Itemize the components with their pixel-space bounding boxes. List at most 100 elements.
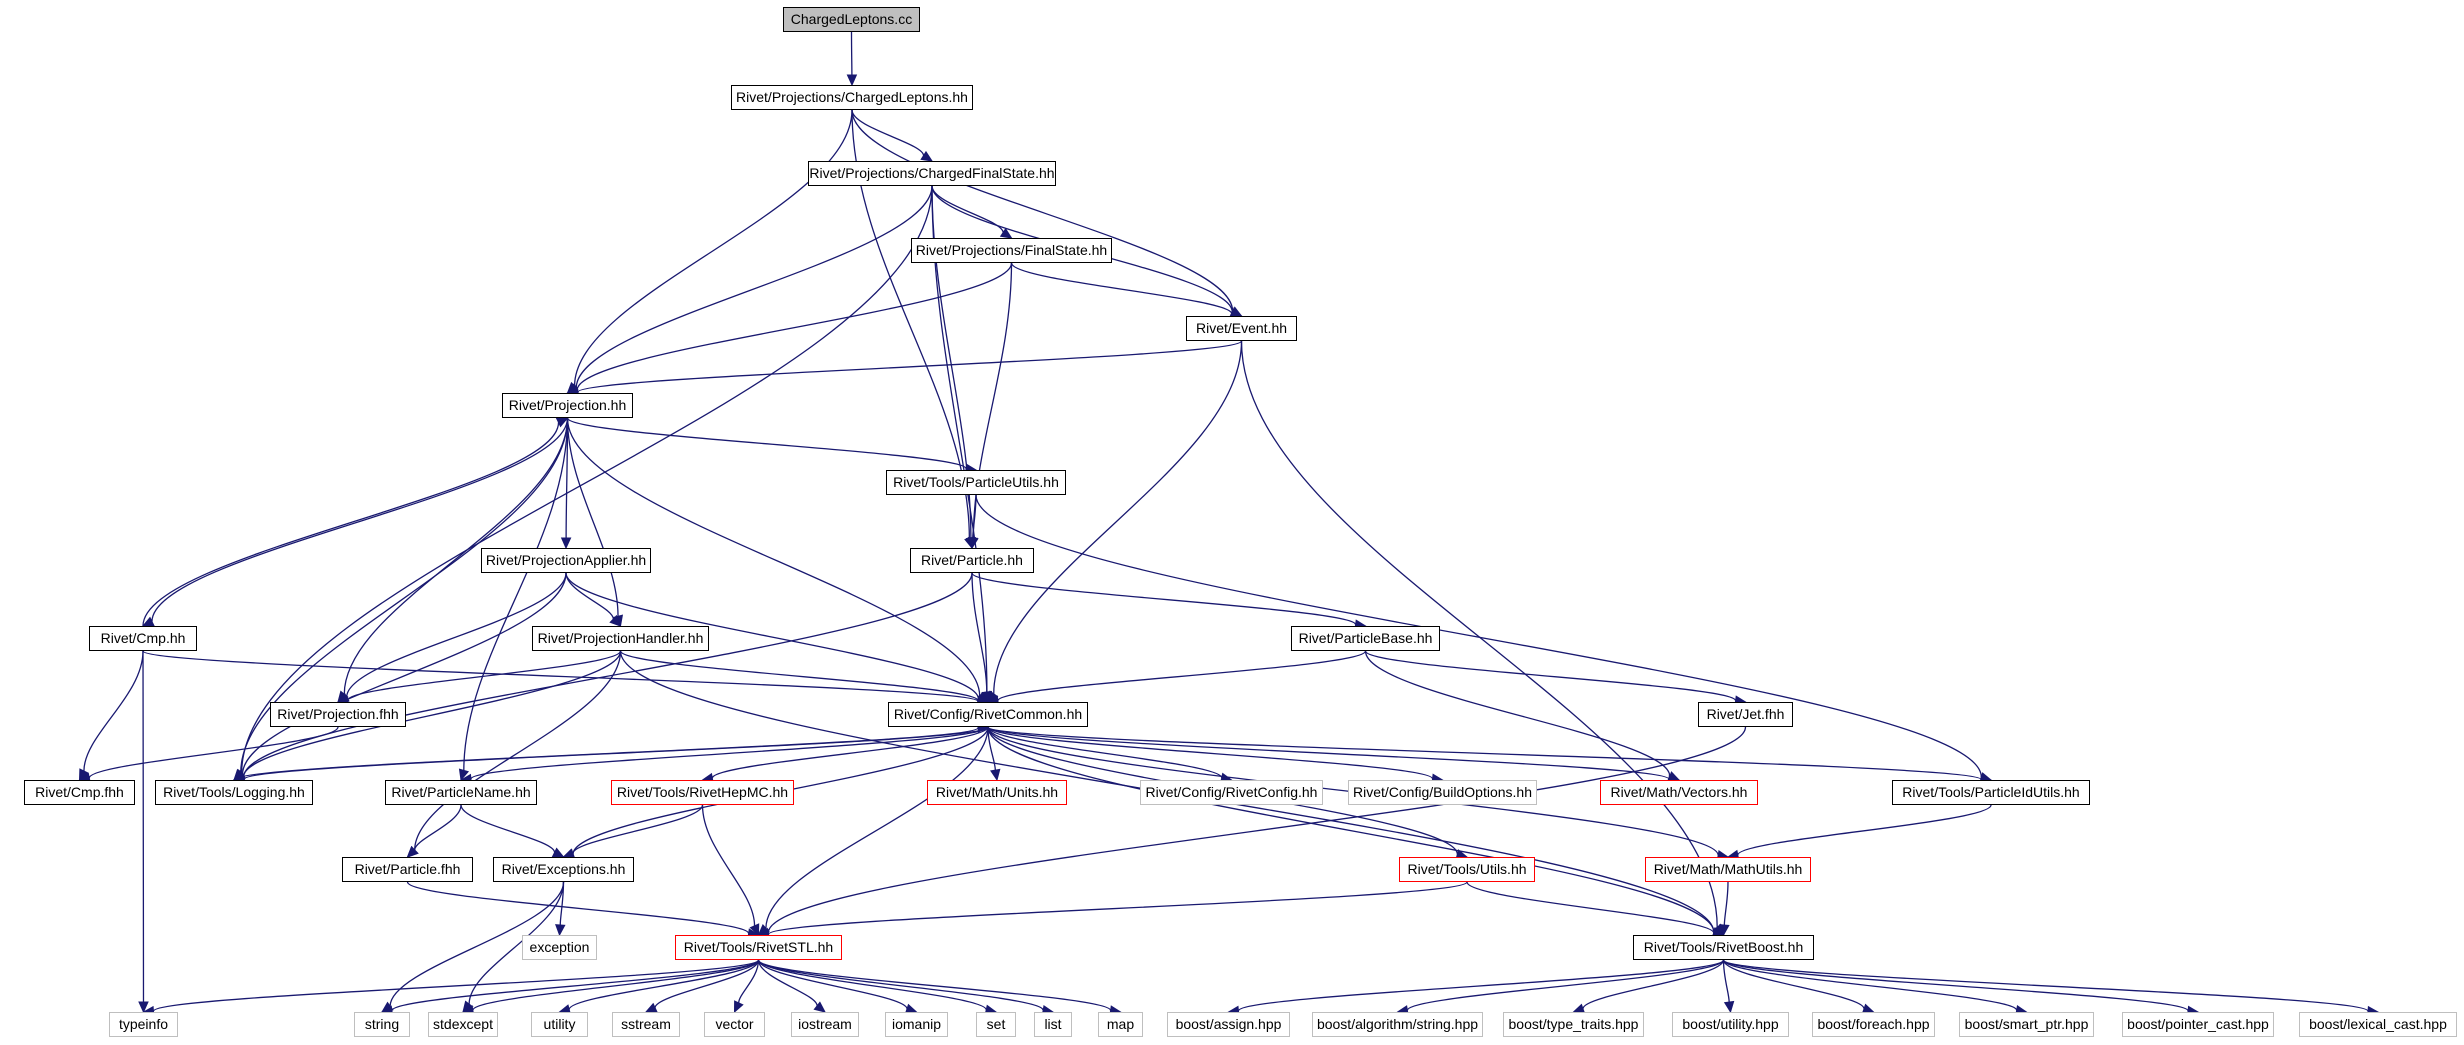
edge-particleidutils_hh-to-mathutils_hh <box>1737 804 1992 856</box>
edge-rivetboost_hh-to-boost_utility <box>1722 959 1730 1003</box>
edge-rivetstl_hh-to-set <box>757 959 987 1011</box>
edge-rivetcommon_hh-to-rivetstl_hh <box>765 726 989 929</box>
node-jet-fhh[interactable]: Rivet/Jet.fhh <box>1698 702 1793 727</box>
node-particlebase-hh[interactable]: Rivet/ParticleBase.hh <box>1291 626 1440 651</box>
node-particleutils-hh[interactable]: Rivet/Tools/ParticleUtils.hh <box>886 470 1066 495</box>
node-boost-foreach: boost/foreach.hpp <box>1812 1012 1935 1037</box>
edge-projection_hh-to-cmp_hh <box>151 417 569 622</box>
edge-rivetstl_hh-to-typeinfo <box>152 959 760 1012</box>
edge-rivetstl_hh-to-iostream <box>757 959 818 1007</box>
edge-rivetcommon_hh-to-particleidutils_hh <box>987 726 1982 781</box>
edge-rivetboost_hh-to-boost_assign <box>1237 959 1725 1012</box>
edge-arrowhead <box>141 616 155 627</box>
node-units-hh[interactable]: Rivet/Math/Units.hh <box>927 780 1067 805</box>
node-cmp-hh[interactable]: Rivet/Cmp.hh <box>89 626 197 651</box>
edge-rivethepmc_hh-to-rivetstl_hh <box>701 804 756 926</box>
node-logging-hh[interactable]: Rivet/Tools/Logging.hh <box>155 780 313 805</box>
edge-projection_hh-to-logging_hh <box>240 417 569 773</box>
node-particlename-hh[interactable]: Rivet/ParticleName.hh <box>385 780 537 805</box>
edge-particleutils_hh-to-particleidutils_hh <box>975 494 1983 778</box>
edge-projection_hh-to-projection_fhh <box>343 417 569 695</box>
node-utils-hh[interactable]: Rivet/Tools/Utils.hh <box>1399 857 1535 882</box>
edge-logging_hh-to-rivetcommon_hh <box>233 727 979 781</box>
node-boost-smart-ptr: boost/smart_ptr.hpp <box>1959 1012 2094 1037</box>
edge-rivetstl_hh-to-map <box>757 959 1112 1012</box>
edge-rivetboost_hh-to-boost_algorithm_string <box>1406 959 1725 1012</box>
node-list: list <box>1034 1012 1072 1037</box>
edge-chargedleptons_hh-to-projection_hh <box>573 109 853 386</box>
edge-rivetstl_hh-to-vector <box>738 959 760 1004</box>
edge-rivetcommon_hh-to-rivethepmc_hh <box>711 726 989 779</box>
edge-exceptions_hh-to-stdexcept <box>468 881 565 1005</box>
node-rivetstl-hh[interactable]: Rivet/Tools/RivetSTL.hh <box>675 935 842 960</box>
edge-cmp_hh-to-rivetcommon_hh <box>142 650 979 702</box>
edge-finalstate_hh-to-event_hh <box>1010 262 1233 315</box>
node-chargedleptons-hh[interactable]: Rivet/Projections/ChargedLeptons.hh <box>731 85 973 110</box>
edge-chargedfinalstate_hh-to-projection_hh <box>575 185 933 389</box>
edge-arrowhead <box>644 1002 658 1013</box>
node-projection-fhh[interactable]: Rivet/Projection.fhh <box>270 702 406 727</box>
node-chargedleptons-cc: ChargedLeptons.cc <box>783 7 920 32</box>
edge-rivetboost_hh-to-boost_smart_ptr <box>1722 959 2018 1011</box>
node-rivetcommon-hh[interactable]: Rivet/Config/RivetCommon.hh <box>888 702 1088 727</box>
edge-arrowhead <box>555 417 569 428</box>
node-boost-assign: boost/assign.hpp <box>1167 1012 1290 1037</box>
edge-rivetboost_hh-to-boost_lexical_cast <box>1722 959 2369 1012</box>
node-set: set <box>976 1012 1016 1037</box>
node-boost-pointer-cast: boost/pointer_cast.hpp <box>2122 1012 2274 1037</box>
edge-rivethepmc_hh-to-exceptions_hh <box>572 804 704 854</box>
edge-rivetstl_hh-to-string <box>391 959 760 1012</box>
edge-projection_hh-to-particleutils_hh <box>566 417 967 470</box>
edge-arrowhead <box>990 768 1001 782</box>
edge-particle_hh-to-logging_hh <box>242 572 973 778</box>
edge-event_hh-to-rivetcommon_hh <box>993 340 1243 694</box>
node-iostream: iostream <box>791 1012 859 1037</box>
node-cmp-fhh[interactable]: Rivet/Cmp.fhh <box>24 780 135 805</box>
node-projection-hh[interactable]: Rivet/Projection.hh <box>502 393 633 418</box>
node-chargedfinalstate-hh[interactable]: Rivet/Projections/ChargedFinalState.hh <box>808 161 1056 186</box>
edge-arrowhead <box>967 537 979 550</box>
edge-rivetboost_hh-to-boost_type_traits <box>1582 959 1725 1010</box>
edge-arrowhead <box>981 690 992 704</box>
node-utility: utility <box>531 1012 588 1037</box>
edge-rivetstl_hh-to-utility <box>568 959 760 1011</box>
edge-rivetstl_hh-to-sstream <box>654 959 760 1009</box>
edge-projection_hh-to-rivetcommon_hh <box>566 417 981 697</box>
node-rivethepmc-hh[interactable]: Rivet/Tools/RivetHepMC.hh <box>611 780 794 805</box>
node-exceptions-hh[interactable]: Rivet/Exceptions.hh <box>493 857 634 882</box>
edge-rivetstl_hh-to-iomanip <box>757 959 908 1010</box>
edge-rivetcommon_hh-to-particlename_hh <box>470 726 989 780</box>
node-projectionapplier-hh[interactable]: Rivet/ProjectionApplier.hh <box>481 548 651 573</box>
edge-mathutils_hh-to-rivetboost_hh <box>1723 881 1729 926</box>
edge-particlename_hh-to-particle_fhh <box>414 804 462 851</box>
node-particle-fhh[interactable]: Rivet/Particle.fhh <box>342 857 473 882</box>
edge-projectionhandler_hh-to-logging_hh <box>242 650 622 777</box>
node-stdexcept: stdexcept <box>428 1012 498 1037</box>
edge-projectionhandler_hh-to-rivetcommon_hh <box>619 650 979 702</box>
node-boost-lexical-cast: boost/lexical_cast.hpp <box>2299 1012 2457 1037</box>
node-boost-utility: boost/utility.hpp <box>1672 1012 1789 1037</box>
edge-chargedleptons_hh-to-chargedfinalstate_hh <box>851 109 925 156</box>
edge-event_hh-to-projection_hh <box>576 340 1243 393</box>
edge-particle_hh-to-particlebase_hh <box>971 572 1357 626</box>
node-particleidutils-hh[interactable]: Rivet/Tools/ParticleIdUtils.hh <box>1892 780 2090 805</box>
edge-particlebase_hh-to-jet_fhh <box>1364 650 1737 702</box>
node-string: string <box>354 1012 410 1037</box>
node-particle-hh[interactable]: Rivet/Particle.hh <box>910 548 1034 573</box>
node-projectionhandler-hh[interactable]: Rivet/ProjectionHandler.hh <box>532 626 709 651</box>
node-finalstate-hh[interactable]: Rivet/Projections/FinalState.hh <box>911 238 1112 263</box>
node-vectors-hh[interactable]: Rivet/Math/Vectors.hh <box>1600 780 1758 805</box>
edge-projection_hh-to-projectionhandler_hh <box>566 417 619 617</box>
node-sstream: sstream <box>612 1012 680 1037</box>
edge-exceptions_hh-to-string <box>389 881 565 1007</box>
edge-arrowhead <box>458 768 470 782</box>
node-event-hh[interactable]: Rivet/Event.hh <box>1186 316 1297 341</box>
node-mathutils-hh[interactable]: Rivet/Math/MathUtils.hh <box>1645 857 1811 882</box>
edge-chargedleptons_hh-to-event_hh <box>851 109 1234 312</box>
node-rivetboost-hh[interactable]: Rivet/Tools/RivetBoost.hh <box>1633 935 1814 960</box>
edge-arrowhead <box>846 74 858 87</box>
edge-rivetcommon_hh-to-buildoptions_hh <box>987 726 1434 780</box>
edge-projectionapplier_hh-to-rivetcommon_hh <box>565 572 980 700</box>
